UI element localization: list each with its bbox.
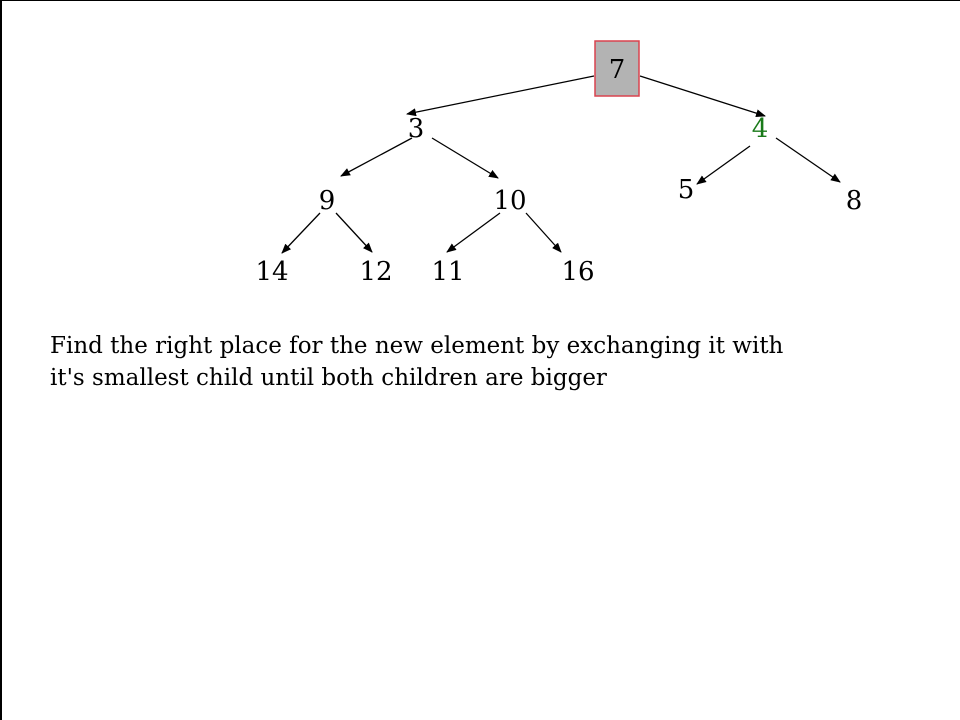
node-12: 12 (359, 257, 392, 287)
slide-top-border (0, 0, 960, 1)
edge-4-5 (696, 145, 751, 185)
caption-line-2: it's smallest child until both children … (50, 365, 607, 391)
edge-7-3 (406, 75, 595, 117)
edge-7-4 (639, 75, 766, 118)
edge-9-12 (335, 212, 373, 253)
edge-3-10 (431, 137, 499, 179)
node-8: 8 (846, 186, 863, 216)
edge-3-9 (340, 137, 413, 177)
slide-left-border (0, 0, 2, 720)
caption-line-1: Find the right place for the new element… (50, 333, 784, 359)
node-4: 4 (752, 114, 769, 144)
edge-10-11 (446, 212, 501, 253)
node-14: 14 (255, 257, 288, 287)
node-9: 9 (319, 186, 336, 216)
node-3: 3 (408, 114, 425, 144)
caption-text: Find the right place for the new element… (50, 330, 950, 394)
node-11: 11 (431, 257, 464, 287)
edge-4-8 (775, 137, 841, 183)
node-16: 16 (561, 257, 594, 287)
node-5: 5 (678, 175, 695, 205)
new-element-box (594, 40, 640, 97)
edge-10-16 (525, 212, 562, 253)
heap-tree-diagram: 7 3 4 9 10 5 8 14 12 11 16 (255, 40, 863, 287)
edge-9-14 (281, 212, 321, 254)
node-7: 7 (609, 55, 626, 85)
node-10: 10 (493, 186, 526, 216)
